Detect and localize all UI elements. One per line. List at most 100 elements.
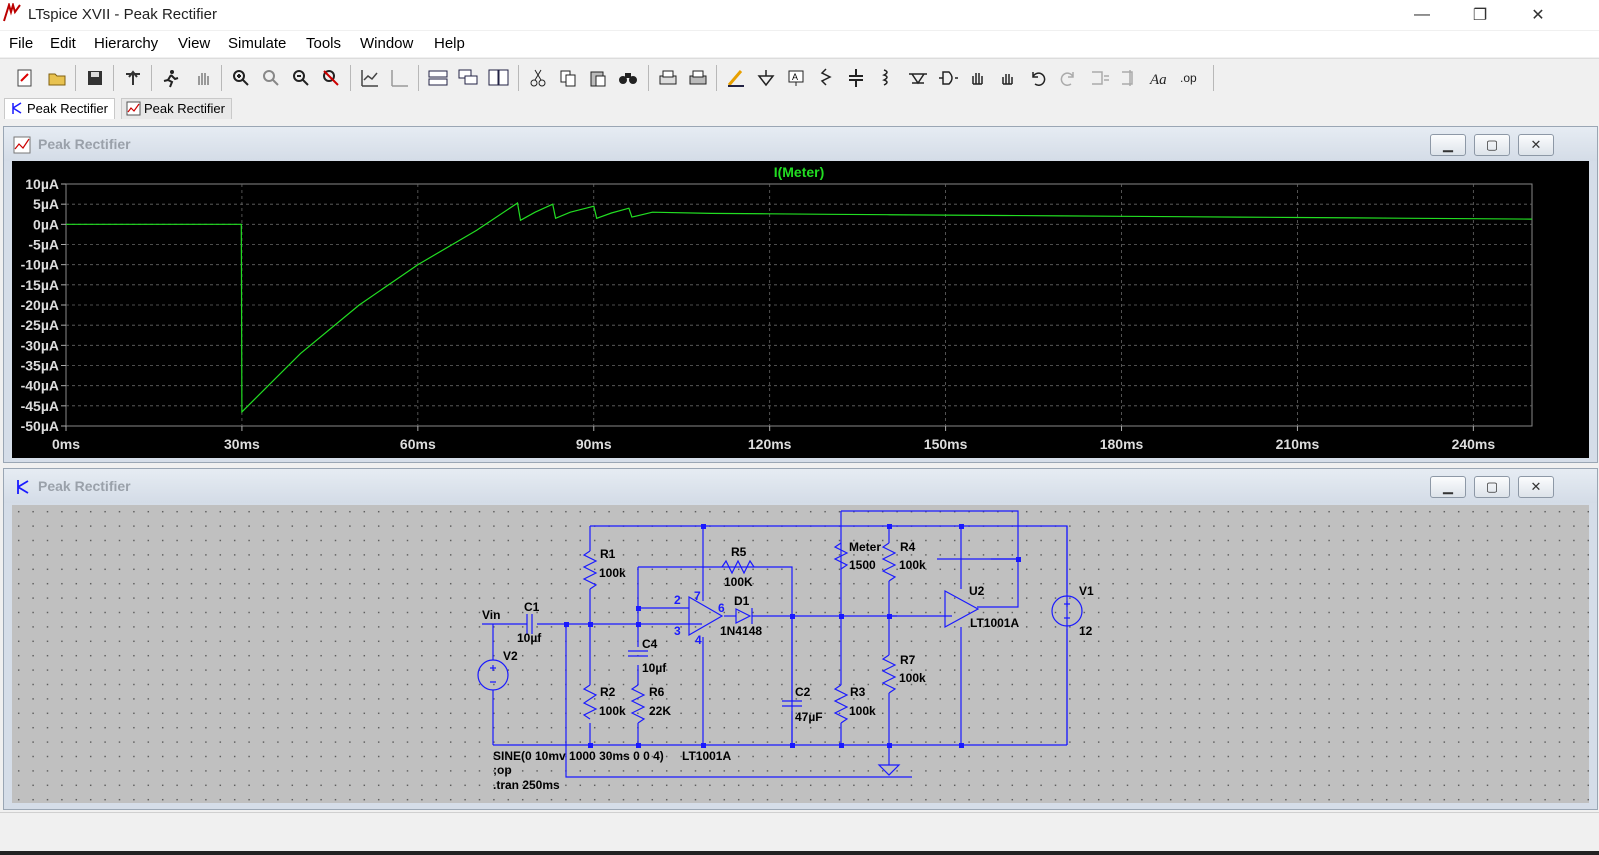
minimize-button[interactable]: — [1414,6,1430,23]
spice-sine: SINE(0 10mv 1000 30ms 0 0 4) [493,749,664,763]
tab-schematic[interactable]: Peak Rectifier [4,98,115,119]
pin-7: 7 [694,589,701,603]
y-tick-label: -35µA [21,358,59,374]
y-tick-label: -50µA [21,418,59,434]
drag-hand-icon[interactable] [995,65,1021,91]
value-d1: 1N4148 [720,624,762,638]
zoom-fit-icon[interactable] [318,65,344,91]
tab-waveform[interactable]: Peak Rectifier [121,98,232,119]
component-icon[interactable] [935,65,961,91]
label-net-icon[interactable]: A [783,65,809,91]
label-v1: V1 [1079,584,1094,598]
run-icon[interactable] [158,65,184,91]
menu-help[interactable]: Help [434,35,465,52]
resistor-r3 [833,684,849,724]
menu-file[interactable]: File [9,35,34,52]
label-r2: R2 [600,685,616,699]
diode-icon[interactable] [905,65,931,91]
label-r7: R7 [900,653,916,667]
voltage-source-v2 [477,659,509,691]
pin-3: 3 [674,624,681,638]
redo-icon[interactable] [1055,65,1081,91]
autorange-icon[interactable] [357,65,383,91]
svg-text:A: A [792,72,798,82]
y-tick-label: -20µA [21,297,59,313]
schematic-maximize-button[interactable]: ▢ [1474,476,1510,498]
value-r5: 100K [724,575,753,589]
tab-waveform-label: Peak Rectifier [144,101,225,116]
inductor-icon[interactable] [873,65,899,91]
waveform-minimize-button[interactable]: ▁ [1430,134,1466,156]
close-button[interactable]: ✕ [1531,7,1545,24]
plot-background [12,161,1589,458]
axis-icon[interactable] [387,65,413,91]
schematic-minimize-button[interactable]: ▁ [1430,476,1466,498]
new-schematic-icon[interactable] [12,65,38,91]
draw-wire-icon[interactable] [723,65,749,91]
waveform-plot[interactable]: 10µA5µA0µA-5µA-10µA-15µA-20µA-25µA-30µA-… [12,161,1589,458]
find-icon[interactable] [615,65,641,91]
y-tick-label: -15µA [21,277,59,293]
document-tabs: Peak Rectifier Peak Rectifier [0,96,1599,120]
label-u2: U2 [969,584,985,598]
ground-icon[interactable] [753,65,779,91]
y-tick-label: -40µA [21,378,59,394]
restore-button[interactable]: ❐ [1472,7,1488,24]
cascade-icon[interactable] [455,65,481,91]
cut-icon[interactable] [525,65,551,91]
resistor-r4 [881,542,897,582]
spice-tran: .tran 250ms [493,778,560,792]
schematic-icon [12,102,22,114]
mirror-icon[interactable] [1117,65,1143,91]
menu-tools[interactable]: Tools [306,35,342,52]
menu-view[interactable]: View [178,35,211,52]
halt-hand-icon[interactable] [190,65,216,91]
schematic-canvas[interactable]: Vin C1 10µf V2 R1 100k R2 100k C4 10µf R… [12,505,1589,803]
capacitor-c1 [526,614,533,634]
label-c4: C4 [642,637,658,651]
y-tick-label: -10µA [21,257,59,273]
undo-icon[interactable] [1025,65,1051,91]
paste-icon[interactable] [585,65,611,91]
value-c2: 47µF [795,710,823,724]
menu-edit[interactable]: Edit [50,35,76,52]
resistor-icon[interactable] [813,65,839,91]
tile-horizontal-icon[interactable] [425,65,451,91]
open-icon[interactable] [44,65,70,91]
waveform-close-button[interactable]: ✕ [1518,134,1554,156]
copy-icon[interactable] [555,65,581,91]
tile-vertical-icon[interactable] [485,65,511,91]
text-icon[interactable]: Aa [1147,65,1173,91]
y-tick-label: -30µA [21,337,59,353]
control-panel-icon[interactable] [120,65,146,91]
waveform-maximize-button[interactable]: ▢ [1474,134,1510,156]
move-hand-icon[interactable] [965,65,991,91]
y-tick-label: -25µA [21,317,59,333]
schematic-window-title: Peak Rectifier [38,478,131,494]
zoom-out-icon[interactable] [288,65,314,91]
waveform-icon [13,136,31,154]
spice-directive-icon[interactable]: .op [1178,65,1204,91]
title-bar: LTspice XVII - Peak Rectifier — ❐ ✕ [0,0,1599,30]
menu-hierarchy[interactable]: Hierarchy [94,35,159,52]
label-r6: R6 [649,685,665,699]
y-tick-label: 0µA [33,216,59,232]
print-setup-icon[interactable] [655,65,681,91]
trace-i-meter [66,201,1533,414]
rotate-icon[interactable] [1087,65,1113,91]
capacitor-c4 [628,650,648,657]
pan-icon[interactable] [258,65,284,91]
schematic-junctions [564,524,1021,748]
x-tick-label: 180ms [1100,436,1144,452]
diode-d1 [735,608,753,624]
capacitor-icon[interactable] [843,65,869,91]
resistor-r7 [881,654,897,694]
taskbar-edge [0,851,1599,855]
zoom-in-icon[interactable] [228,65,254,91]
menu-window[interactable]: Window [360,35,414,52]
print-icon[interactable] [685,65,711,91]
menu-simulate[interactable]: Simulate [228,35,287,52]
save-icon[interactable] [82,65,108,91]
label-r4: R4 [900,540,916,554]
schematic-close-button[interactable]: ✕ [1518,476,1554,498]
